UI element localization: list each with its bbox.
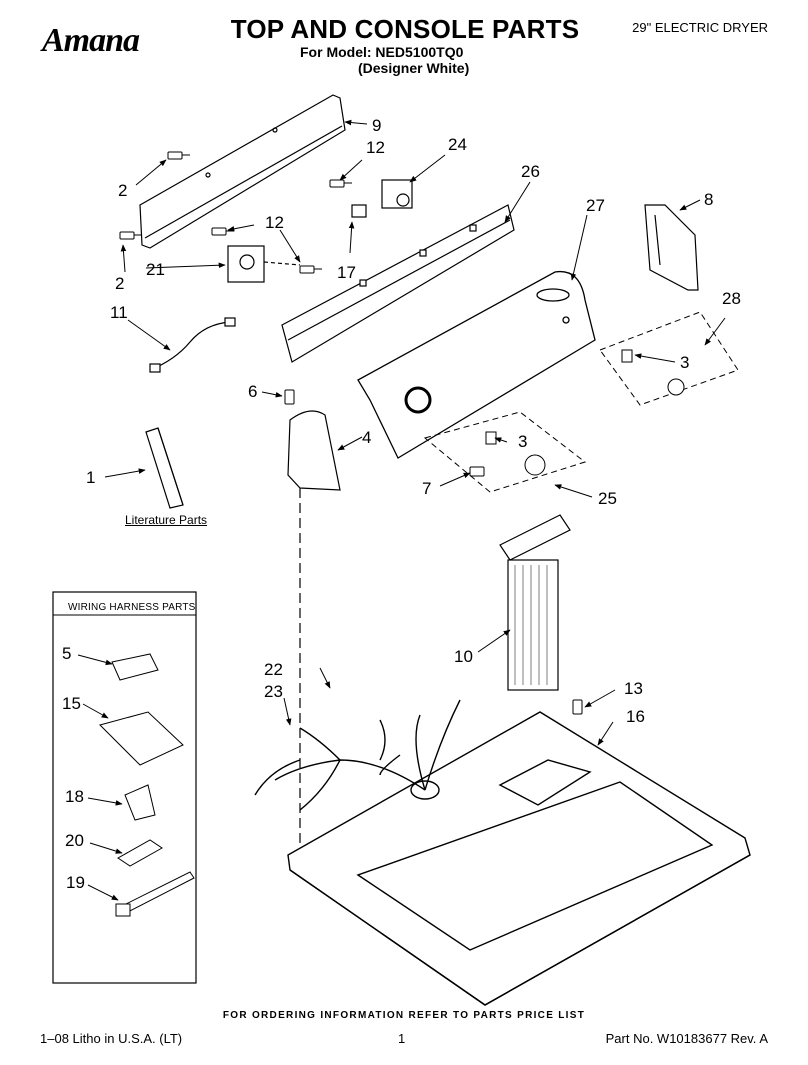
callout-22: 22 xyxy=(264,660,283,679)
part-21-timer xyxy=(227,245,301,283)
part-24-switch xyxy=(351,179,413,218)
callout-26: 26 xyxy=(521,162,540,181)
screw-icon xyxy=(119,231,142,240)
amana-logo: Amana xyxy=(42,22,140,59)
part-number: Part No. W10183677 Rev. A xyxy=(605,1031,768,1046)
page-number: 1 xyxy=(398,1031,406,1046)
callout-2-bottom: 2 xyxy=(115,274,124,293)
callout-20: 20 xyxy=(65,831,84,850)
knob-part-28 xyxy=(621,349,685,396)
part-27-console xyxy=(357,270,596,459)
callout-12-top: 12 xyxy=(366,138,385,157)
harness-part-18 xyxy=(124,784,156,821)
page-title: TOP AND CONSOLE PARTS xyxy=(230,14,580,44)
callout-13: 13 xyxy=(624,679,643,698)
dryer-type: 29" ELECTRIC DRYER xyxy=(632,20,768,35)
callout-15: 15 xyxy=(62,694,81,713)
callout-28: 28 xyxy=(722,289,741,308)
callout-27: 27 xyxy=(586,196,605,215)
wiring-harness-title: WIRING HARNESS PARTS xyxy=(68,602,196,613)
model-info: For Model: NED5100TQ0 (Designer White) xyxy=(300,44,530,76)
callout-7: 7 xyxy=(422,479,431,498)
screw-icon xyxy=(284,389,295,405)
callout-8: 8 xyxy=(704,190,713,209)
callout-12-mid: 12 xyxy=(265,213,284,232)
callout-11: 11 xyxy=(110,303,128,322)
callout-17: 17 xyxy=(337,263,356,282)
literature-parts-label: Literature Parts xyxy=(125,513,208,527)
callout-25: 25 xyxy=(598,489,617,508)
callout-3-lower: 3 xyxy=(518,432,527,451)
screw-icon xyxy=(469,466,485,477)
part-1-literature xyxy=(145,427,184,509)
callout-3-upper: 3 xyxy=(680,353,689,372)
part-9-back-bracket xyxy=(139,94,346,249)
callout-5: 5 xyxy=(62,644,71,663)
model-number: For Model: NED5100TQ0 xyxy=(300,44,464,60)
part-26-control-bracket xyxy=(281,204,515,363)
callout-16: 16 xyxy=(626,707,645,726)
screw-group xyxy=(119,151,583,715)
screw-icon xyxy=(572,699,583,715)
litho-info: 1–08 Litho in U.S.A. (LT) xyxy=(40,1031,183,1046)
harness-part-15 xyxy=(99,711,184,766)
callout-18: 18 xyxy=(65,787,84,806)
callout-1: 1 xyxy=(86,468,95,487)
callout-10: 10 xyxy=(454,647,473,666)
dashed-box-25 xyxy=(423,411,587,493)
part-4-end-cap xyxy=(287,410,341,850)
harness-part-20 xyxy=(117,839,163,867)
screw-icon xyxy=(299,265,322,274)
screw-icon xyxy=(329,179,352,188)
callout-2-top: 2 xyxy=(118,181,127,200)
callout-6: 6 xyxy=(248,382,257,401)
model-color: (Designer White) xyxy=(358,60,470,76)
part-8-end-cap xyxy=(644,204,699,291)
part-23-wiring-harness xyxy=(254,699,461,811)
part-11-wire xyxy=(149,317,236,373)
callout-9: 9 xyxy=(372,116,381,135)
callout-4: 4 xyxy=(362,428,371,447)
callout-19: 19 xyxy=(66,873,85,892)
screw-icon xyxy=(167,151,190,160)
callout-21: 21 xyxy=(146,260,165,279)
harness-part-5 xyxy=(111,653,159,681)
part-16-top-panel xyxy=(287,711,751,1006)
ordering-info: FOR ORDERING INFORMATION REFER TO PARTS … xyxy=(222,1010,586,1021)
dashed-box-28 xyxy=(599,311,739,406)
callout-23: 23 xyxy=(264,682,283,701)
wiring-harness-box xyxy=(52,591,197,984)
harness-part-19 xyxy=(115,871,195,917)
callout-24: 24 xyxy=(448,135,467,154)
part-10-lint-screen xyxy=(499,514,571,691)
leader-arrows xyxy=(77,119,726,901)
